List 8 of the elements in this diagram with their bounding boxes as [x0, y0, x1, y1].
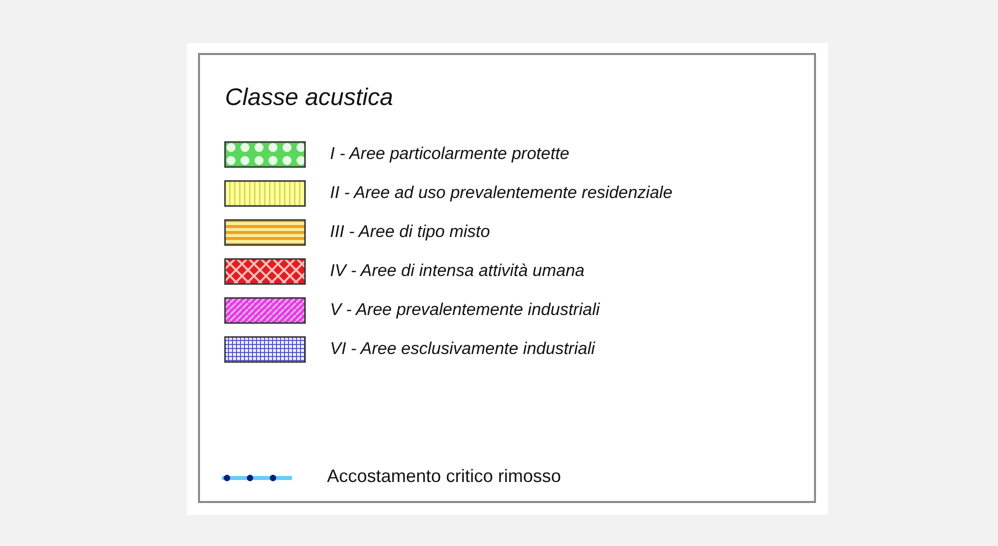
legend-label: VI - Aree esclusivamente industriali — [330, 339, 595, 359]
legend-title: Classe acustica — [225, 84, 394, 112]
legend-label: Accostamento critico rimosso — [327, 466, 562, 487]
legend-label: II - Aree ad uso prevalentemente residenziale — [330, 183, 672, 203]
legend-label: IV - Aree di intensa attività umana — [330, 261, 585, 281]
legend-label: III - Aree di tipo misto — [330, 222, 490, 242]
legend-label: V - Aree prevalentemente industriali — [330, 300, 600, 320]
legend-label: I - Aree particolarmente protette — [330, 144, 570, 164]
